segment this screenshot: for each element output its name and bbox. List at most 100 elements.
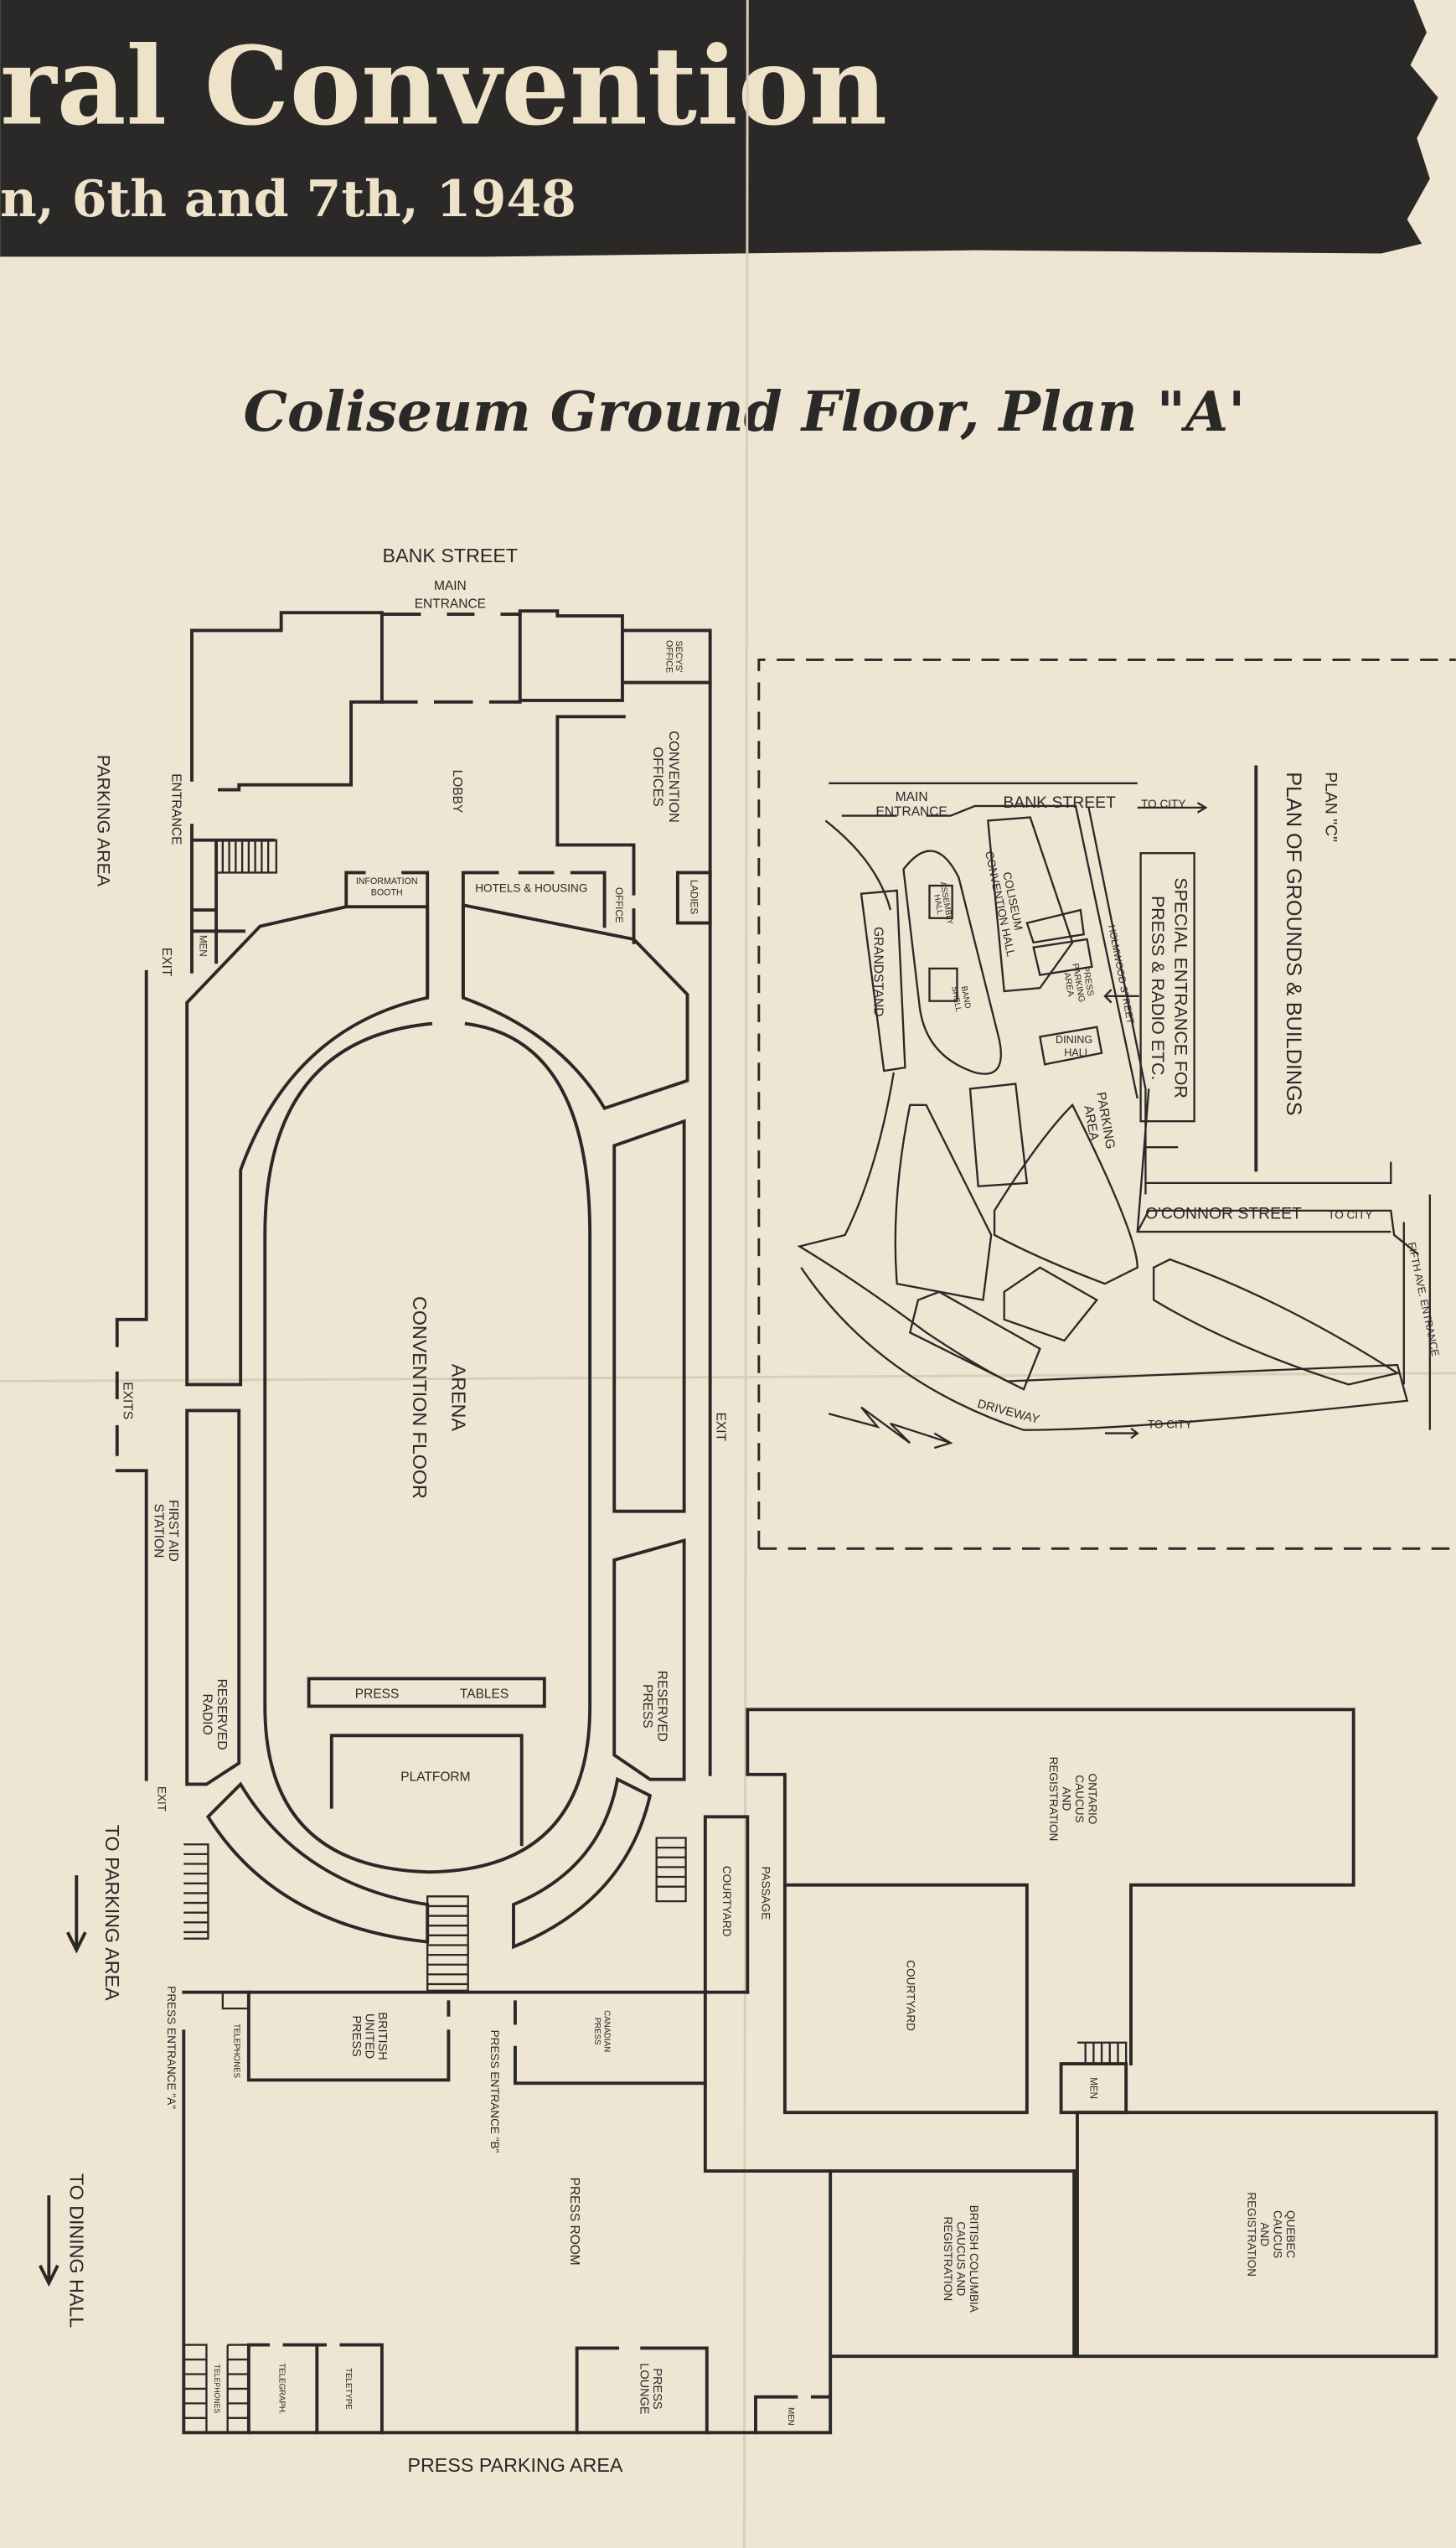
label-press-lounge: LOUNGE — [637, 2363, 650, 2415]
label-teletype: TELETYPE — [343, 2368, 353, 2410]
label-information-booth: INFORMATION — [356, 876, 418, 886]
north-arrow-icon — [828, 1406, 953, 1450]
label-press-entrance-a: PRESS ENTRANCE "A" — [165, 1986, 178, 2109]
label-first-aid: FIRST AID — [166, 1500, 180, 1562]
label-british-united-press: BRITISH — [375, 2012, 389, 2060]
assembly-hall — [928, 884, 953, 919]
header-banner: ral Convention n, 6th and 7th, 1948 — [0, 0, 1438, 257]
label-press-tables: PRESS — [355, 1687, 400, 1702]
label-telephones: TELEPHONES — [213, 2365, 221, 2414]
label-ontario: REGISTRATION — [1047, 1757, 1060, 1842]
label-reserved-press: RESERVED — [655, 1671, 669, 1742]
stairs-centre — [426, 1895, 469, 1992]
fold-crease — [742, 0, 749, 2548]
label-british-columbia: CAUCUS AND — [954, 2221, 967, 2296]
label-hotels-housing: HOTELS & HOUSING — [475, 882, 587, 895]
label-bank-street: BANK STREET — [383, 545, 519, 566]
banner-title: ral Convention — [0, 23, 887, 149]
label-reserved-press: PRESS — [640, 1684, 654, 1729]
label-oconnor-street: O'CONNOR STREET — [1145, 1205, 1302, 1223]
label-main-entrance: ENTRANCE — [415, 597, 486, 611]
label-information-booth: BOOTH — [371, 888, 403, 898]
label-courtyard: COURTYARD — [720, 1866, 733, 1937]
label-telephones: TELEPHONES — [231, 2023, 240, 2079]
label-special-entrance: PRESS & RADIO ETC. — [1148, 896, 1168, 1080]
label-lobby: LOBBY — [450, 770, 464, 814]
band-shell — [928, 967, 958, 1002]
label-press-room: PRESS ROOM — [567, 2178, 581, 2266]
label-first-aid: STATION — [151, 1503, 165, 1558]
label-dining-hall: DINING — [1056, 1034, 1092, 1046]
dining-hall — [1039, 1026, 1103, 1066]
label-courtyard: COURTYARD — [904, 1960, 916, 2031]
telephone-booths — [183, 2344, 249, 2433]
label-canadian-press: PRESS — [592, 2018, 602, 2045]
label-entrance: ENTRANCE — [169, 773, 183, 845]
stairs-left — [183, 1843, 209, 1940]
label-british-united-press: UNITED — [363, 2013, 376, 2059]
arrow-down-icon — [39, 2195, 59, 2287]
arrow-down-icon — [65, 1875, 87, 1954]
label-ontario: CAUCUS — [1073, 1775, 1086, 1822]
stairs — [183, 839, 1128, 2433]
label-band-shell: SHELL — [949, 985, 963, 1013]
stairs-lobby — [216, 839, 278, 874]
label-canadian-press: CANADIAN — [602, 2010, 612, 2052]
label-convention-offices: CONVENTION — [666, 731, 681, 823]
label-reserved-radio: RADIO — [200, 1694, 214, 1735]
building — [968, 1083, 1029, 1188]
label-reserved-radio: RESERVED — [214, 1679, 229, 1750]
label-to-city: TO CITY — [1148, 1419, 1192, 1431]
label-quebec: REGISTRATION — [1246, 2192, 1258, 2277]
label-press-lounge: PRESS — [650, 2368, 663, 2410]
label-passage: PASSAGE — [760, 1867, 772, 1920]
plan-a-title: Coliseum Ground Floor, Plan "A' — [243, 379, 1245, 444]
label-men: MEN — [1087, 2077, 1098, 2099]
label-british-united-press: PRESS — [349, 2015, 363, 2057]
label-to-city: TO CITY — [1328, 1209, 1372, 1222]
label-to-dining-hall: TO DINING HALL — [66, 2173, 88, 2328]
label-press-tables: TABLES — [460, 1687, 509, 1702]
stairs-right — [655, 1837, 687, 1903]
label-press-parking-area: PRESS PARKING AREA — [407, 2454, 622, 2476]
fold-crease — [0, 1372, 1456, 1383]
label-press-parking: PRESS — [1081, 965, 1096, 997]
label-driveway: DRIVEWAY — [976, 1398, 1041, 1427]
label-plan-c: PLAN "C" — [1322, 772, 1340, 842]
banner-dates: n, 6th and 7th, 1948 — [0, 170, 576, 229]
label-band-shell: BAND — [959, 985, 973, 1009]
plan-c-inset — [757, 658, 1456, 1550]
oval-track — [902, 850, 1002, 1075]
label-main-entrance: ENTRANCE — [876, 805, 947, 819]
label-grandstand: GRANDSTAND — [871, 927, 885, 1016]
label-men: MEN — [198, 935, 209, 957]
label-arena: ARENA — [447, 1364, 469, 1432]
label-exits: EXITS — [121, 1382, 135, 1419]
label-secys-office: SECYS' — [674, 640, 684, 672]
label-british-columbia: REGISTRATION — [942, 2216, 954, 2301]
label-convention-offices: OFFICES — [650, 747, 665, 806]
label-telegraph: TELEGRAPH. — [277, 2363, 287, 2414]
label-platform: PLATFORM — [400, 1770, 470, 1785]
plan-a-walls — [115, 609, 1438, 2435]
label-special-entrance: SPECIAL ENTRANCE FOR — [1170, 877, 1190, 1098]
label-british-columbia: BRITISH COLUMBIA — [968, 2205, 980, 2313]
label-bank-street: BANK STREET — [1003, 793, 1116, 812]
special-entrance-box — [1139, 852, 1195, 1123]
label-press-parking: AREA — [1061, 972, 1076, 999]
label-press-entrance-b: PRESS ENTRANCE "B" — [488, 2030, 501, 2153]
plan-c-labels: PLAN "C" PLAN OF GROUNDS & BUILDINGS SPE… — [871, 772, 1442, 1431]
label-dining-hall: HALL — [1064, 1047, 1091, 1059]
label-plan-grounds-title: PLAN OF GROUNDS & BUILDINGS — [1282, 772, 1305, 1115]
label-convention-floor: CONVENTION FLOOR — [409, 1296, 431, 1499]
stairs-men — [1077, 2041, 1128, 2065]
label-ladies: LADIES — [688, 880, 699, 915]
label-ontario: ONTARIO — [1087, 1774, 1099, 1825]
label-exit: EXIT — [713, 1413, 727, 1442]
label-fifth-ave-entrance: FIFTH AVE. ENTRANCE — [1406, 1241, 1442, 1357]
label-exit: EXIT — [155, 1786, 168, 1812]
label-office: OFFICE — [613, 887, 624, 923]
label-men: MEN — [786, 2407, 795, 2426]
